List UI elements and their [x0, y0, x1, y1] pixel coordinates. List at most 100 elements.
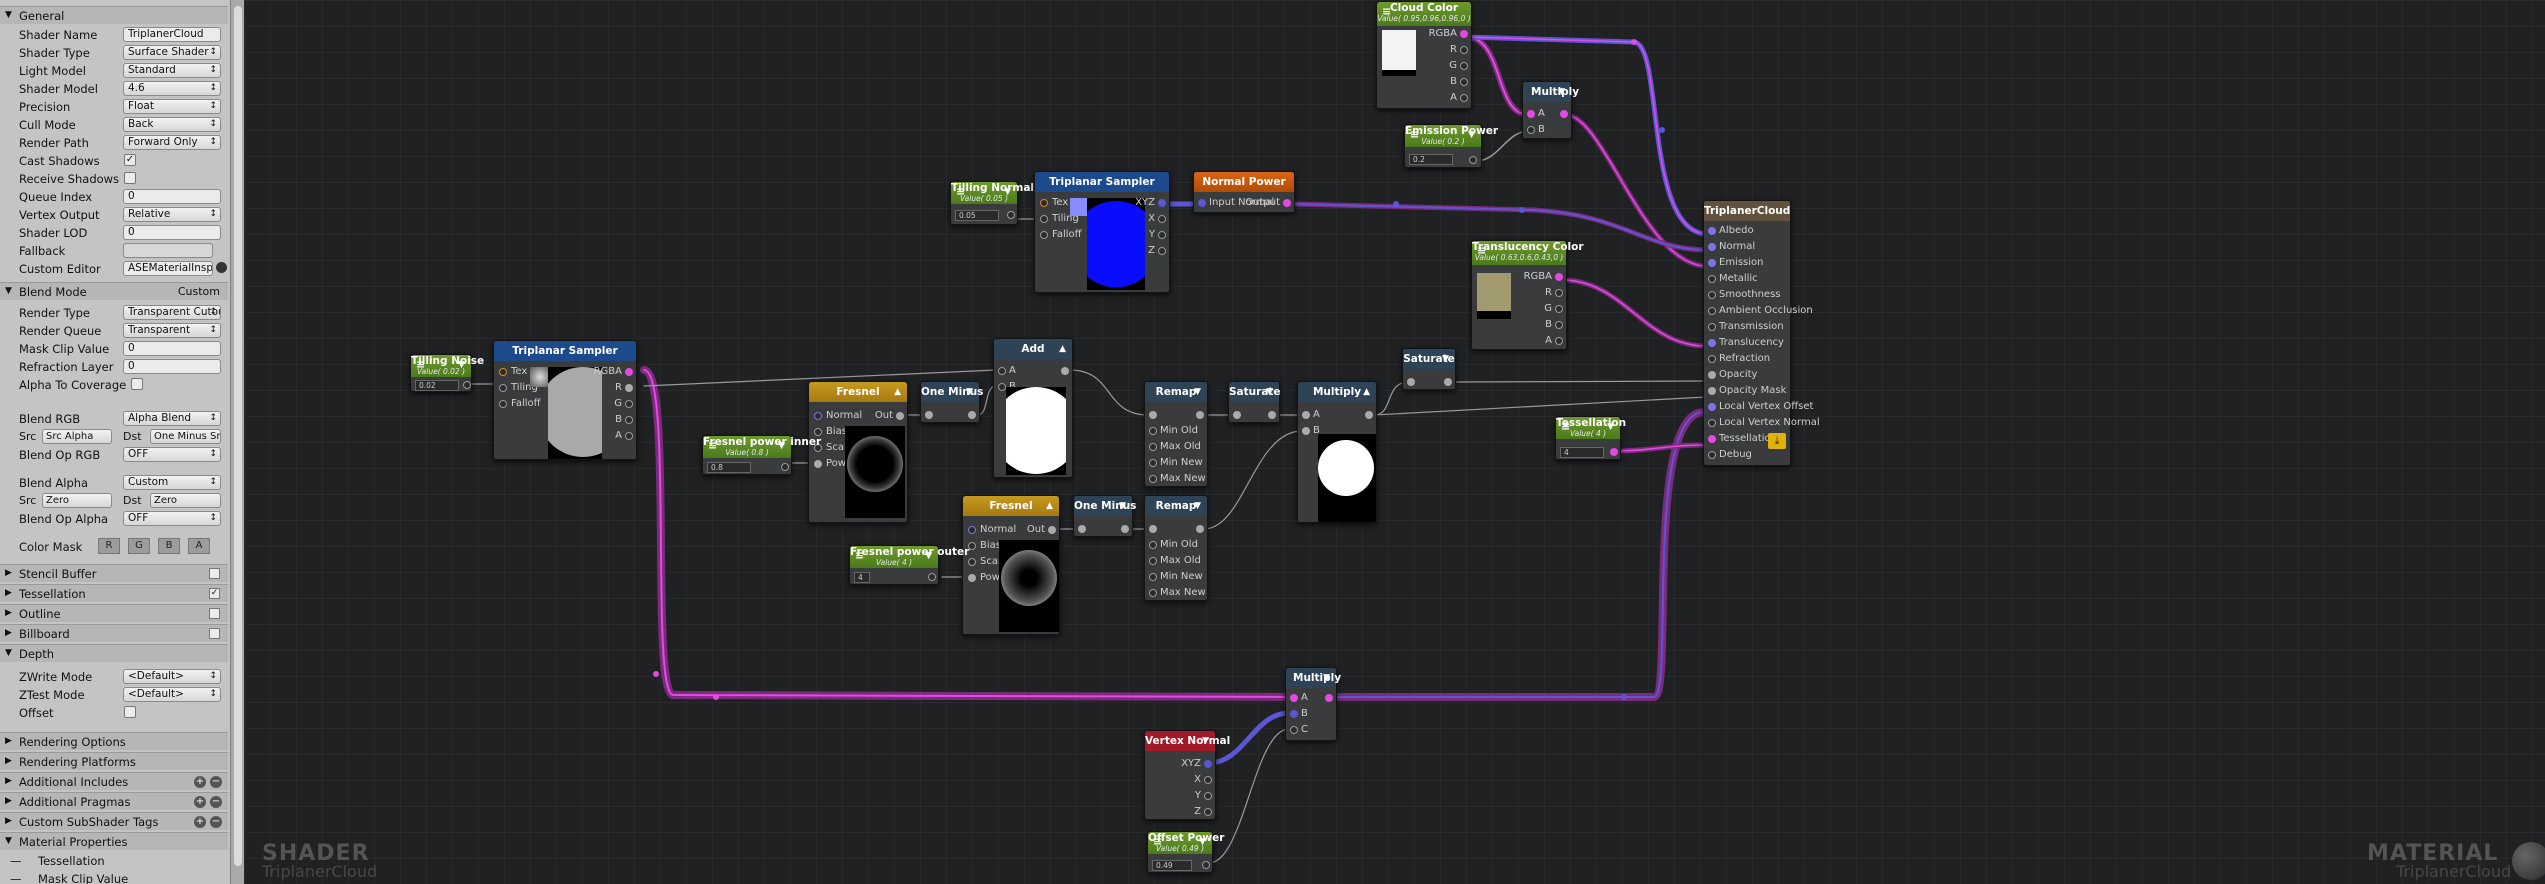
node-multiply-bottom[interactable]: Multiply▼ A B C — [1285, 667, 1341, 741]
dropdown-arrow-icon[interactable]: ▼ — [1468, 130, 1475, 140]
output-pin[interactable] — [1158, 231, 1166, 239]
input-pin[interactable] — [1708, 259, 1716, 267]
material-prop-item[interactable]: —Mask Clip Value — [10, 872, 129, 884]
input-pin[interactable] — [1302, 427, 1310, 435]
dropdown-arrow-icon[interactable]: ▼ — [458, 360, 465, 370]
output-pin[interactable] — [1460, 30, 1468, 38]
input-pin[interactable] — [1149, 541, 1157, 549]
node-one-minus-2[interactable]: One Minus▼ — [1073, 495, 1136, 537]
input-pin[interactable] — [1708, 355, 1716, 363]
texture-thumbnail[interactable] — [530, 367, 550, 387]
input-pin[interactable] — [1149, 557, 1157, 565]
output-pin[interactable] — [1460, 94, 1468, 102]
queue-index-input[interactable]: 0 — [123, 189, 221, 204]
output-pin[interactable] — [1204, 808, 1212, 816]
menu-icon[interactable]: ≡ — [956, 185, 966, 198]
node-vertex-normal[interactable]: Vertex Normal▼ XYZ X Y Z — [1144, 730, 1230, 820]
menu-icon[interactable]: ≡ — [708, 439, 718, 452]
remove-icon[interactable]: − — [210, 796, 222, 808]
input-pin[interactable] — [814, 460, 822, 468]
color-mask-a-toggle[interactable]: A — [188, 538, 210, 554]
input-pin[interactable] — [998, 383, 1006, 391]
input-pin[interactable] — [1078, 525, 1086, 533]
section-rendering-options[interactable]: ▶Rendering Options — [0, 732, 228, 750]
collapse-arrow-icon[interactable]: ▲ — [1363, 387, 1370, 397]
output-pin[interactable] — [1204, 792, 1212, 800]
dropdown-arrow-icon[interactable]: ▼ — [1199, 837, 1206, 847]
input-pin[interactable] — [1233, 411, 1241, 419]
receive-shadows-checkbox[interactable] — [124, 172, 136, 184]
dropdown-arrow-icon[interactable]: ▼ — [1202, 736, 1209, 746]
dropdown-arrow-icon[interactable]: ▼ — [778, 441, 785, 451]
output-pin[interactable] — [1158, 199, 1166, 207]
input-pin[interactable] — [1290, 694, 1298, 702]
blend-mode-select[interactable]: Custom — [177, 285, 220, 298]
output-pin[interactable] — [625, 368, 633, 376]
value-field[interactable]: 0.49 — [1152, 860, 1192, 871]
value-field[interactable]: 0.8 — [707, 462, 751, 473]
output-pin[interactable] — [1061, 367, 1069, 375]
output-pin[interactable] — [1158, 247, 1166, 255]
fallback-input[interactable] — [123, 243, 213, 258]
input-pin[interactable] — [1149, 427, 1157, 435]
input-pin[interactable] — [499, 368, 507, 376]
output-pin[interactable] — [1283, 199, 1291, 207]
input-pin[interactable] — [1302, 411, 1310, 419]
menu-icon[interactable]: ≡ — [855, 549, 865, 562]
output-pin[interactable] — [1460, 62, 1468, 70]
alpha-src-select[interactable]: Zero — [42, 493, 112, 508]
collapse-arrow-icon[interactable]: ▲ — [1059, 344, 1066, 354]
input-pin[interactable] — [814, 428, 822, 436]
node-fresnel-power-outer[interactable]: ≡Fresnel power outer▼Value( 4 ) 4 — [849, 545, 969, 585]
tessellation-checkbox[interactable]: ✓ — [209, 588, 220, 599]
output-pin[interactable] — [928, 573, 936, 581]
blend-op-alpha-select[interactable]: OFF — [123, 511, 221, 526]
input-pin[interactable] — [1149, 475, 1157, 483]
dropdown-arrow-icon[interactable]: ▼ — [1194, 501, 1201, 511]
add-icon[interactable]: + — [194, 796, 206, 808]
dropdown-arrow-icon[interactable]: ▼ — [966, 387, 973, 397]
input-pin[interactable] — [1708, 291, 1716, 299]
section-general[interactable]: ▼General — [0, 6, 228, 24]
save-icon[interactable]: ⤓ — [1768, 433, 1786, 449]
output-pin[interactable] — [1196, 411, 1204, 419]
output-pin[interactable] — [1202, 861, 1210, 869]
material-preview-sphere[interactable] — [2512, 842, 2545, 880]
normal-texture-thumbnail[interactable] — [1070, 198, 1088, 216]
mask-clip-input[interactable]: 0 — [123, 341, 221, 356]
input-pin[interactable] — [1290, 726, 1298, 734]
dropdown-arrow-icon[interactable]: ▼ — [1119, 501, 1126, 511]
blend-op-rgb-select[interactable]: OFF — [123, 447, 221, 462]
alpha-dst-select[interactable]: Zero — [150, 493, 221, 508]
node-multiply-top[interactable]: Multiply▼ A B — [1522, 81, 1579, 139]
input-pin[interactable] — [1149, 443, 1157, 451]
light-model-select[interactable]: Standard — [123, 63, 221, 78]
output-pin[interactable] — [781, 463, 789, 471]
section-depth[interactable]: ▼Depth — [0, 644, 228, 662]
output-pin[interactable] — [1555, 305, 1563, 313]
input-pin[interactable] — [1290, 710, 1298, 718]
input-pin[interactable] — [1708, 451, 1716, 459]
node-remap-2[interactable]: Remap▼ Min Old Max Old Min New Max New — [1144, 495, 1208, 601]
value-field[interactable]: 0.05 — [955, 210, 999, 221]
cast-shadows-checkbox[interactable]: ✓ — [124, 154, 136, 166]
output-pin[interactable] — [625, 416, 633, 424]
input-pin[interactable] — [1708, 435, 1716, 443]
node-remap-1[interactable]: Remap▼ Min Old Max Old Min New Max New — [1144, 381, 1208, 487]
output-pin[interactable] — [1365, 411, 1373, 419]
shader-lod-input[interactable]: 0 — [123, 225, 221, 240]
input-pin[interactable] — [1040, 231, 1048, 239]
cull-mode-select[interactable]: Back — [123, 117, 221, 132]
output-pin[interactable] — [1121, 525, 1129, 533]
node-fresnel-power-inner[interactable]: ≡Fresnel power inner▼Value( 0.8 ) 0.8 — [702, 435, 821, 475]
output-pin[interactable] — [463, 381, 471, 389]
input-pin[interactable] — [1040, 215, 1048, 223]
collapse-arrow-icon[interactable]: ▲ — [894, 387, 901, 397]
input-pin[interactable] — [1527, 110, 1535, 118]
render-path-select[interactable]: Forward Only — [123, 135, 221, 150]
output-pin[interactable] — [896, 412, 904, 420]
output-pin[interactable] — [1469, 156, 1477, 164]
